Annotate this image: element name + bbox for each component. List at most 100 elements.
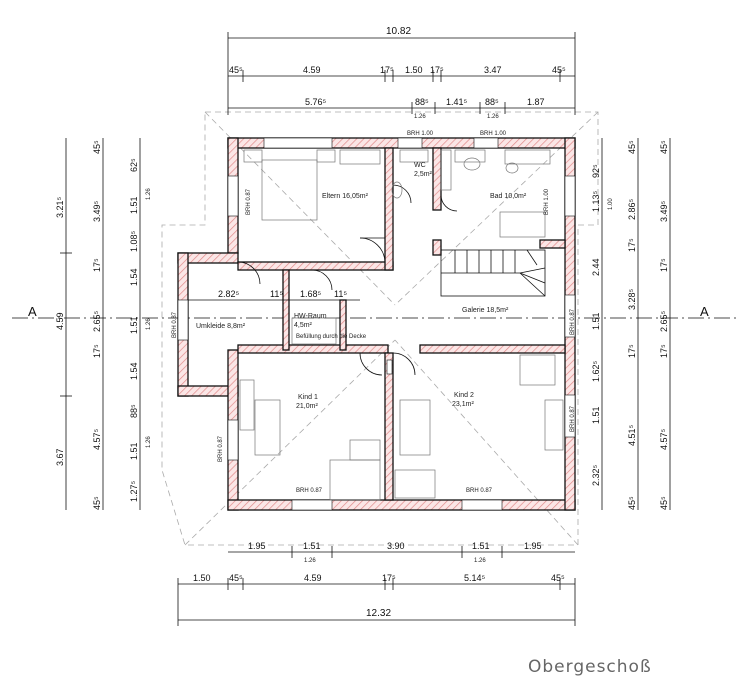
dim-bot2-2: 4.59 [304, 573, 322, 583]
brh-top-2: BRH 1.00 [480, 131, 507, 137]
room-umkleide-label: Umkleide 8,8m² [196, 323, 246, 330]
dim-right-in-4: 1.62⁵ [591, 360, 601, 382]
room-labels: Eltern 16,05m² WC 2,5m² Bad 10,0m² Umkle… [196, 162, 527, 410]
dim-left-mid-2: 17⁵ [92, 258, 102, 272]
dim-right-out-5: 4.57⁵ [659, 428, 669, 450]
dim-right-in-3: 1.51 [591, 312, 601, 330]
dim-right-out-4: 17⁵ [659, 344, 669, 358]
dim-left-mid-5: 4.57⁵ [92, 428, 102, 450]
dim-inner-2: 11⁵ [270, 289, 283, 299]
doors [237, 184, 458, 376]
dim-top1-3: 1.50 [405, 65, 423, 75]
dim-right-in-1: 1.13⁵ [591, 190, 601, 212]
dim-left-in-2: 1.08⁵ [129, 230, 139, 252]
bottom-dimensions: 1.95 1.51 3.90 1.51 1.95 1.26 1.26 1.50 … [177, 541, 576, 626]
dim-top2-0: 5.76⁵ [305, 97, 327, 107]
room-hw-name: HW-Raum [294, 313, 327, 320]
room-eltern-label: Eltern 16,05m² [322, 193, 369, 200]
section-marker-right: A [700, 304, 709, 319]
dim-right-out-2: 17⁵ [659, 258, 669, 272]
brh-kind1-bottom: BRH 0.87 [296, 488, 323, 494]
dim-left-small-0: 1.26 [146, 188, 152, 200]
dim-top-small-1: 1.26 [414, 114, 426, 120]
dim-top-small-2: 1.26 [487, 114, 499, 120]
dim-right-out-6: 45⁵ [659, 496, 669, 510]
dim-bot1-2: 3.90 [387, 541, 405, 551]
dim-right-mid-3: 3.28⁵ [627, 288, 637, 310]
sill-labels: BRH 1.00 BRH 1.00 BRH 0.87 BRH 1.00 BRH … [172, 131, 576, 494]
dim-left-in-7: 1.51 [129, 442, 139, 460]
dim-left-in-4: 1.51 [129, 316, 139, 334]
dim-top2-4: 1.87 [527, 97, 545, 107]
dim-right-mid-6: 45⁵ [627, 496, 637, 510]
dim-left-small-2: 1.26 [146, 436, 152, 448]
dim-left-mid-1: 3.49⁵ [92, 200, 102, 222]
dim-left-outer-2: 3.67 [55, 448, 65, 466]
brh-kind1-left: BRH 0.87 [218, 435, 224, 462]
dim-top2-1: 88⁵ [415, 97, 429, 107]
dim-left-mid-4: 17⁵ [92, 344, 102, 358]
dim-right-in-6: 2.32⁵ [591, 464, 601, 486]
dim-right-in-2: 2.44 [591, 258, 601, 276]
dim-left-in-3: 1.54 [129, 268, 139, 286]
brh-umkleide: BRH 0.87 [172, 311, 178, 338]
dim-top1-6: 45⁵ [552, 65, 566, 75]
dim-right-small-0: 1.00 [608, 198, 614, 210]
section-line: A A [12, 304, 738, 319]
dim-right-in-5: 1.51 [591, 406, 601, 424]
dim-left-mid-0: 45⁵ [92, 140, 102, 154]
room-galerie-label: Galerie 18,5m² [462, 307, 509, 314]
brh-eltern: BRH 0.87 [246, 188, 252, 215]
dim-bot-small-2: 1.26 [474, 558, 486, 564]
brh-kind2-right: BRH 0.87 [570, 405, 576, 432]
dim-inner-3: 1.68⁵ [300, 289, 322, 299]
inner-dimensions: 2.82⁵ 11⁵ 1.68⁵ 11⁵ [188, 289, 360, 301]
dim-bot1-1: 1.51 [303, 541, 321, 551]
dim-left-in-5: 1.54 [129, 362, 139, 380]
dim-left-in-0: 62⁵ [129, 158, 139, 172]
right-dimensions: 92⁵ 1.13⁵ 2.44 1.51 1.62⁵ 1.51 2.32⁵ 1.0… [591, 138, 671, 510]
room-kind1-area: 21,0m² [296, 403, 318, 410]
furniture [239, 149, 564, 501]
dim-left-in-6: 88⁵ [129, 404, 139, 418]
dim-bot2-1: 45⁵ [229, 573, 243, 583]
dim-bot2-4: 5.14⁵ [464, 573, 486, 583]
dim-right-out-3: 2.65⁵ [659, 310, 669, 332]
dim-right-mid-0: 45⁵ [627, 140, 637, 154]
interior-walls [237, 147, 566, 501]
dim-left-in-8: 1.27⁵ [129, 480, 139, 502]
hw-note: Befüllung durch die Decke [296, 334, 367, 340]
dim-top2-3: 88⁵ [485, 97, 499, 107]
dim-top1-5: 3.47 [484, 65, 502, 75]
dim-right-mid-2: 17⁵ [627, 238, 637, 252]
room-kind2-name: Kind 2 [454, 392, 474, 399]
dim-top2-2: 1.41⁵ [446, 97, 468, 107]
dim-top1-0: 45⁵ [229, 65, 243, 75]
room-kind2-area: 23,1m² [452, 401, 474, 408]
dim-right-mid-4: 17⁵ [627, 344, 637, 358]
room-kind1-name: Kind 1 [298, 394, 318, 401]
top-dimensions: 10.82 45⁵ 4.59 17⁵ 1.50 17⁵ 3.47 45⁵ 5.7… [227, 26, 576, 120]
room-bad-label: Bad 10,0m² [490, 193, 527, 200]
dim-bottom-total: 12.32 [366, 608, 391, 619]
section-marker-left: A [28, 304, 37, 319]
dim-left-small-1: 1.26 [146, 318, 152, 330]
dim-inner-4: 11⁵ [334, 289, 347, 299]
staircase [440, 249, 546, 297]
room-wc-area: 2,5m² [414, 171, 433, 178]
dim-left-mid-3: 2.65⁵ [92, 310, 102, 332]
dim-right-out-1: 3.49⁵ [659, 200, 669, 222]
dim-bot1-0: 1.95 [248, 541, 266, 551]
dim-bot2-0: 1.50 [193, 573, 211, 583]
dim-top1-1: 4.59 [303, 65, 321, 75]
dim-bot1-4: 1.95 [524, 541, 542, 551]
dim-right-mid-1: 2.86⁵ [627, 198, 637, 220]
dim-left-outer-1: 4.59 [55, 312, 65, 330]
dim-bot-small-1: 1.26 [304, 558, 316, 564]
dim-top-total: 10.82 [386, 26, 411, 37]
dim-right-in-0: 92⁵ [591, 164, 601, 178]
dim-right-mid-5: 4.51⁵ [627, 424, 637, 446]
dim-left-mid-6: 45⁵ [92, 496, 102, 510]
brh-kind2-bottom: BRH 0.87 [466, 488, 493, 494]
